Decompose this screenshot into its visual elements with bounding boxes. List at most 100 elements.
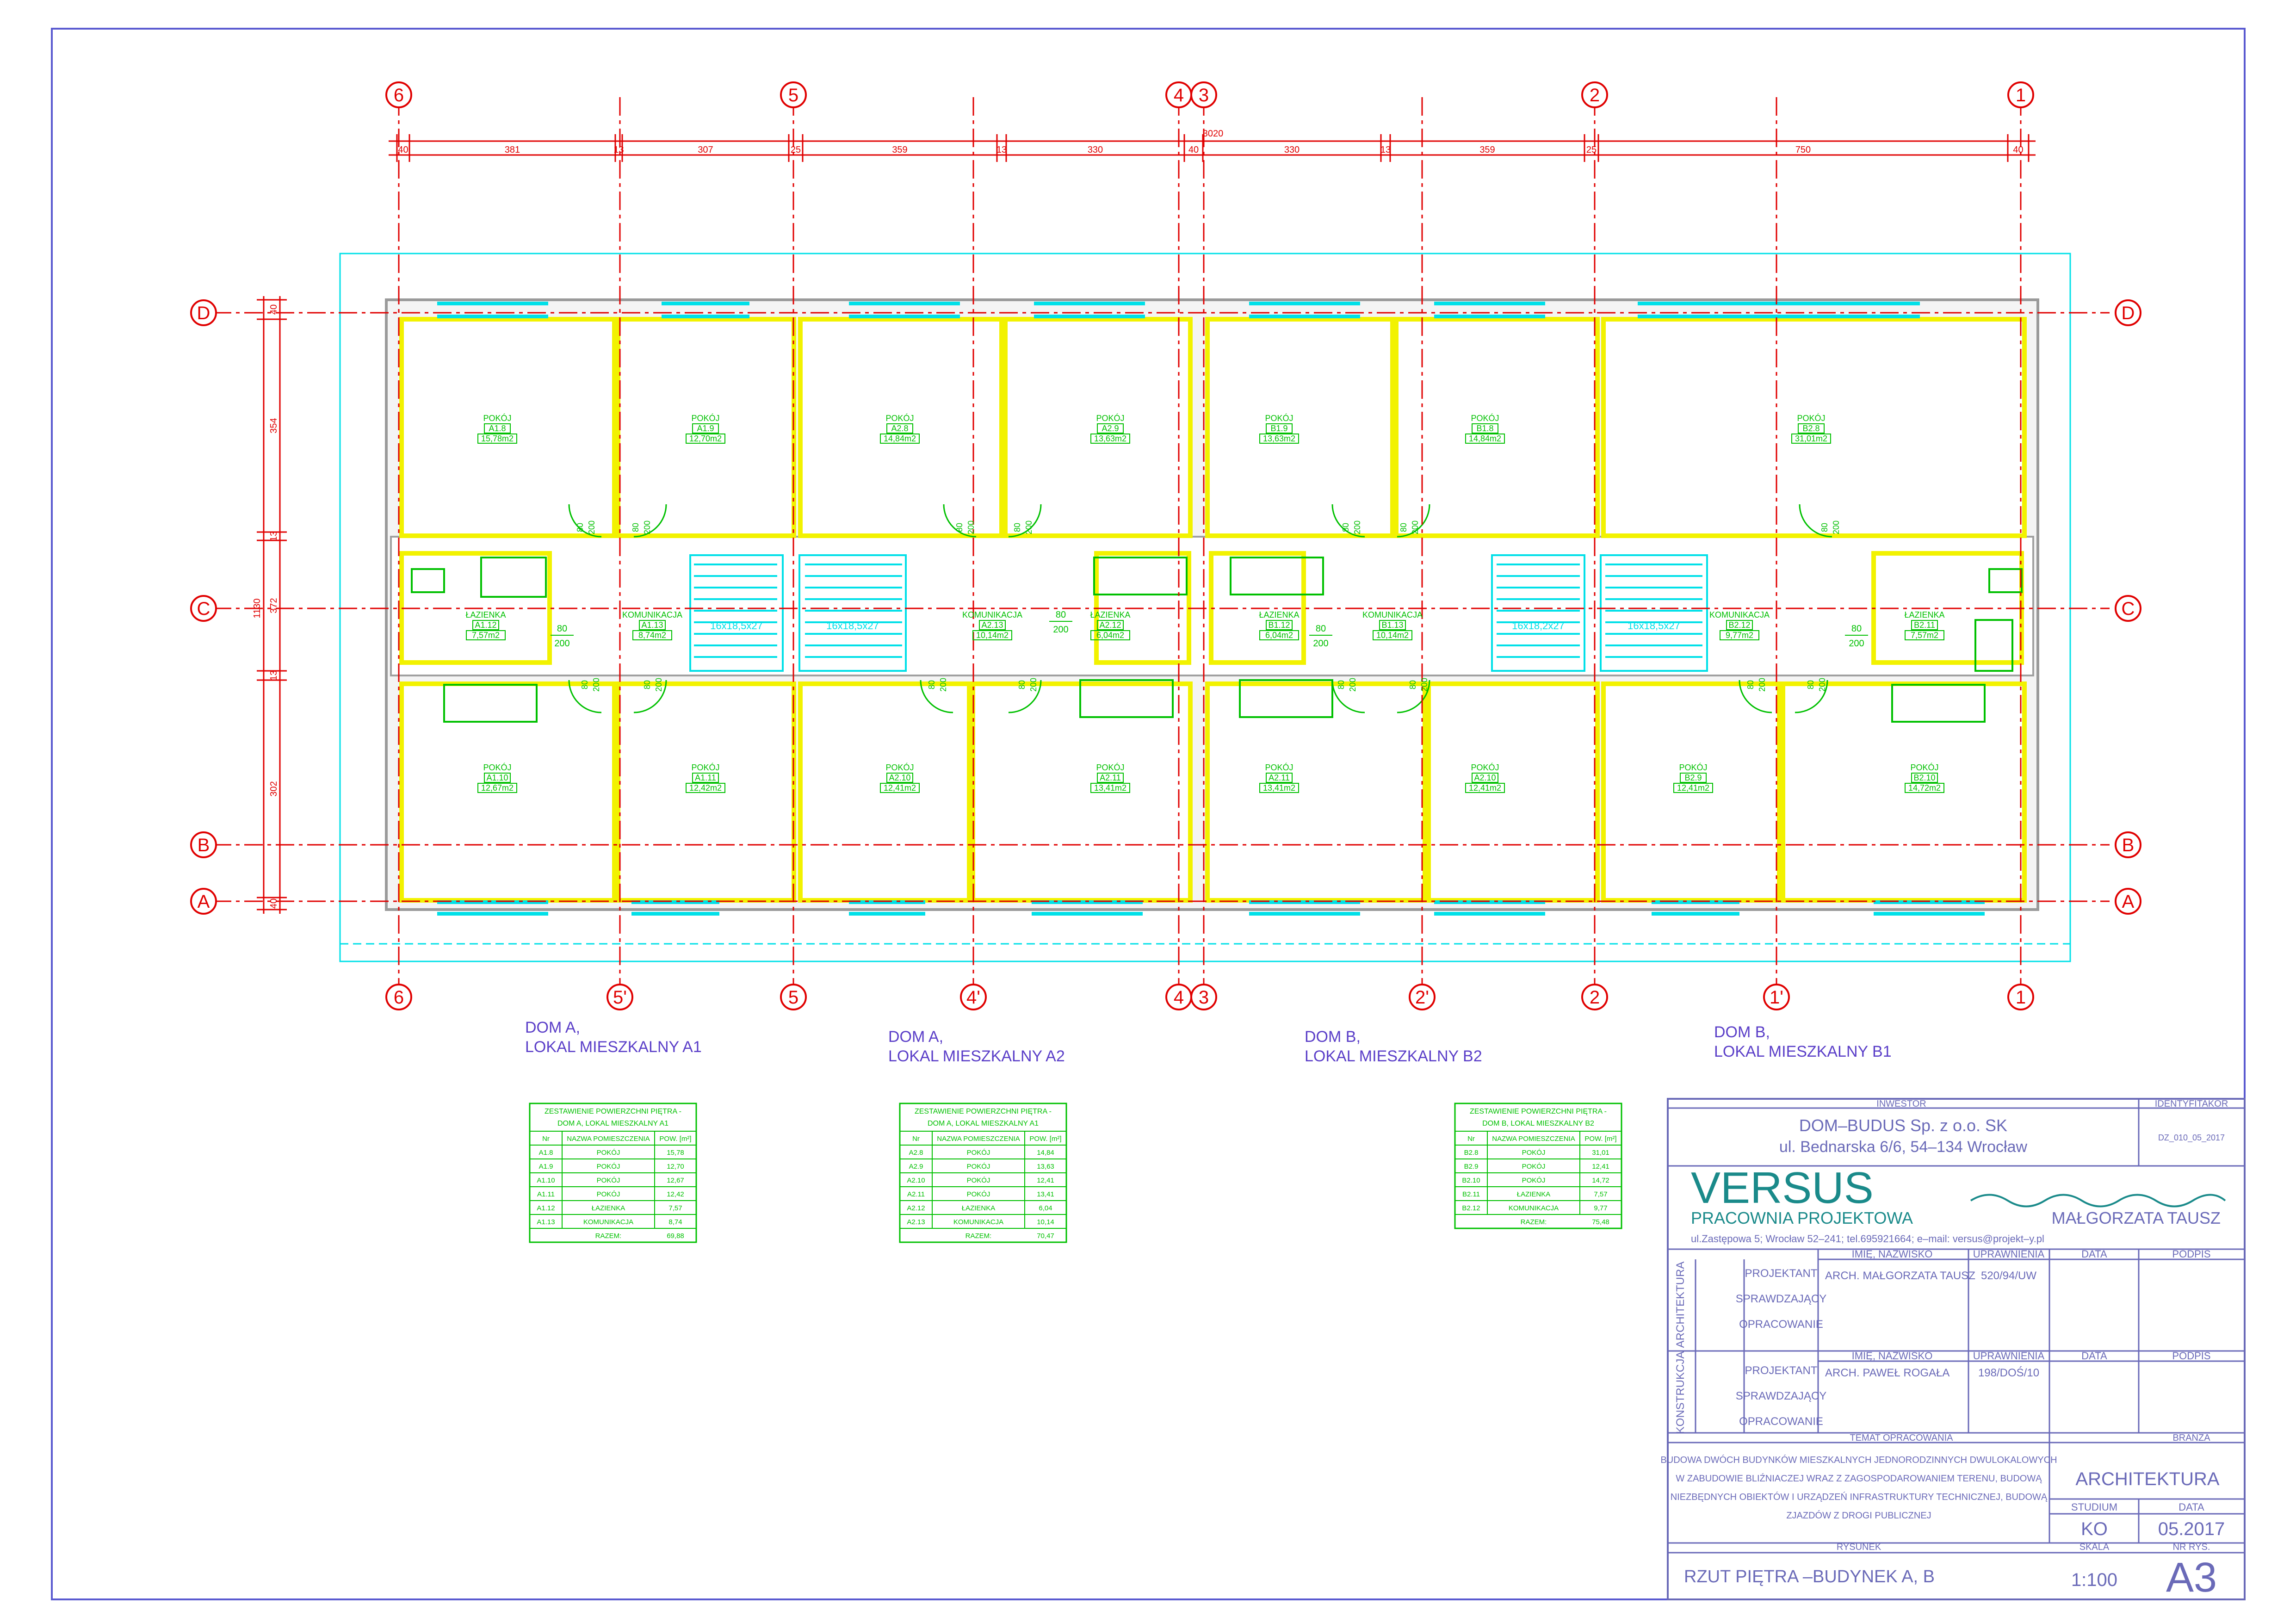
door-width: 80 [1851, 624, 1862, 634]
table-cell: A2.11 [907, 1190, 925, 1198]
axis-label: 1' [1770, 987, 1783, 1008]
door-height: 200 [1818, 678, 1827, 692]
table-total: 70,47 [1037, 1232, 1054, 1240]
section-heading-line2: LOKAL MIESZKALNY A1 [525, 1038, 702, 1056]
room-name: KOMUNIKACJA [622, 610, 682, 619]
dim-total: 1130 [252, 598, 262, 618]
door-width: 80 [1013, 523, 1022, 532]
room-name: KOMUNIKACJA [1362, 610, 1423, 619]
role-label: OPRACOWANIE [1739, 1318, 1823, 1331]
table-cell: A1.13 [537, 1218, 555, 1226]
axis-bubble [190, 299, 217, 326]
table-cell: POKÓJ [1522, 1149, 1546, 1157]
dim-value: 307 [698, 145, 713, 155]
scale-label: SKALA [2079, 1542, 2110, 1552]
axis-label: B [2122, 835, 2135, 855]
date-label: DATA [2178, 1501, 2204, 1513]
door-width: 80 [1017, 680, 1027, 689]
room-area: 8,74m2 [638, 631, 666, 640]
axis-bubble [1190, 81, 1217, 108]
table-total: 69,88 [667, 1232, 684, 1240]
door-height: 200 [939, 678, 948, 692]
axis-label: 4 [1174, 85, 1184, 105]
room-name: POKÓJ [1679, 762, 1707, 772]
room-number-box [1097, 620, 1124, 630]
dim-value: 40 [269, 898, 279, 909]
scale: 1:100 [2071, 1570, 2117, 1590]
stair-spec: 16x18,5x27 [1628, 620, 1680, 632]
number-label: NR RYS. [2173, 1542, 2210, 1552]
room-number: B2.10 [1913, 773, 1935, 782]
room-area-box [1259, 783, 1299, 793]
role-label: SPRAWDZAJĄCY [1736, 1293, 1826, 1305]
room-name: POKÓJ [691, 413, 719, 423]
title-block-frame [1667, 1098, 2246, 1600]
room-area-box [1259, 630, 1299, 640]
room-number-box [1266, 620, 1293, 630]
table-cell: POKÓJ [1522, 1163, 1546, 1171]
table-cell: POKÓJ [967, 1149, 990, 1157]
room-name: POKÓJ [483, 413, 511, 423]
section-heading-line2: LOKAL MIESZKALNY A2 [888, 1047, 1065, 1065]
section-heading-line1: DOM A, [525, 1019, 581, 1036]
section-architecture: ARCHITEKTURA [1674, 1262, 1687, 1348]
door-width: 80 [580, 680, 589, 689]
room-number: A1.11 [695, 773, 716, 782]
room-number-box [692, 773, 719, 783]
dim-value: 13 [1380, 145, 1391, 155]
door-height: 200 [1758, 678, 1767, 692]
room-area: 15,78m2 [481, 434, 514, 443]
axis-bubble [2007, 81, 2034, 108]
axis-label: B [198, 835, 210, 855]
table-cell: 7,57 [668, 1204, 682, 1212]
room-area-box [1720, 630, 1759, 640]
table-title: ZESTAWIENIE POWIERZCHNI PIĘTRA - [545, 1108, 681, 1115]
konst-perm: 198/DOŚ/10 [1978, 1366, 2039, 1379]
dim-value: 381 [505, 145, 520, 155]
door-width: 80 [1337, 680, 1346, 689]
room-name: POKÓJ [1471, 762, 1499, 772]
door-width: 80 [1316, 624, 1326, 634]
table-subtitle: DOM A, LOKAL MIESZKALNY A1 [928, 1120, 1039, 1127]
room-area-box [632, 630, 672, 640]
axis-bubble [606, 984, 633, 1010]
room-name: KOMUNIKACJA [1709, 610, 1770, 619]
room-number: A2.11 [1100, 773, 1121, 782]
table-cell: 12,67 [667, 1177, 684, 1184]
area-table: ZESTAWIENIE POWIERZCHNI PIĘTRA -DOM A, L… [529, 1103, 697, 1243]
table-cell: POKÓJ [967, 1177, 990, 1184]
table-cell: POKÓJ [597, 1190, 620, 1198]
door-height: 200 [587, 520, 596, 534]
door-width: 80 [1408, 680, 1417, 689]
col-sign: PODPIS [2172, 1248, 2210, 1260]
room-name: ŁAZIENKA [1090, 610, 1130, 619]
room-number: A2.13 [981, 620, 1003, 630]
table-cell: KOMUNIKACJA [953, 1218, 1003, 1226]
table-header: Nr [912, 1135, 920, 1143]
stair-spec: 16x18,2x27 [1512, 620, 1565, 632]
table-header: NAZWA POMIESZCZENIA [1492, 1135, 1575, 1143]
room-area: 14,72m2 [1908, 783, 1941, 793]
room-name: ŁAZIENKA [1904, 610, 1944, 619]
axis-bubble [1581, 81, 1608, 108]
axis-bubble [190, 888, 217, 915]
axis-label: 3 [1199, 85, 1209, 105]
door-height: 200 [1353, 520, 1362, 534]
dim-value: 750 [1795, 145, 1811, 155]
axis-label: 5 [788, 987, 798, 1008]
branch-label: BRANŻA [2172, 1432, 2210, 1443]
dim-value: 359 [892, 145, 907, 155]
door-height: 200 [1411, 520, 1420, 534]
topic-line: ZJAZDÓW Z DROGI PUBLICZNEJ [1786, 1510, 1931, 1521]
axis-label: D [2122, 303, 2135, 323]
table-cell: A2.10 [907, 1177, 925, 1184]
axis-bubble [385, 984, 412, 1010]
door-height: 200 [643, 520, 652, 534]
door-height: 200 [1024, 520, 1034, 534]
room-number: B2.9 [1684, 773, 1702, 782]
room-number-box [1097, 773, 1124, 783]
